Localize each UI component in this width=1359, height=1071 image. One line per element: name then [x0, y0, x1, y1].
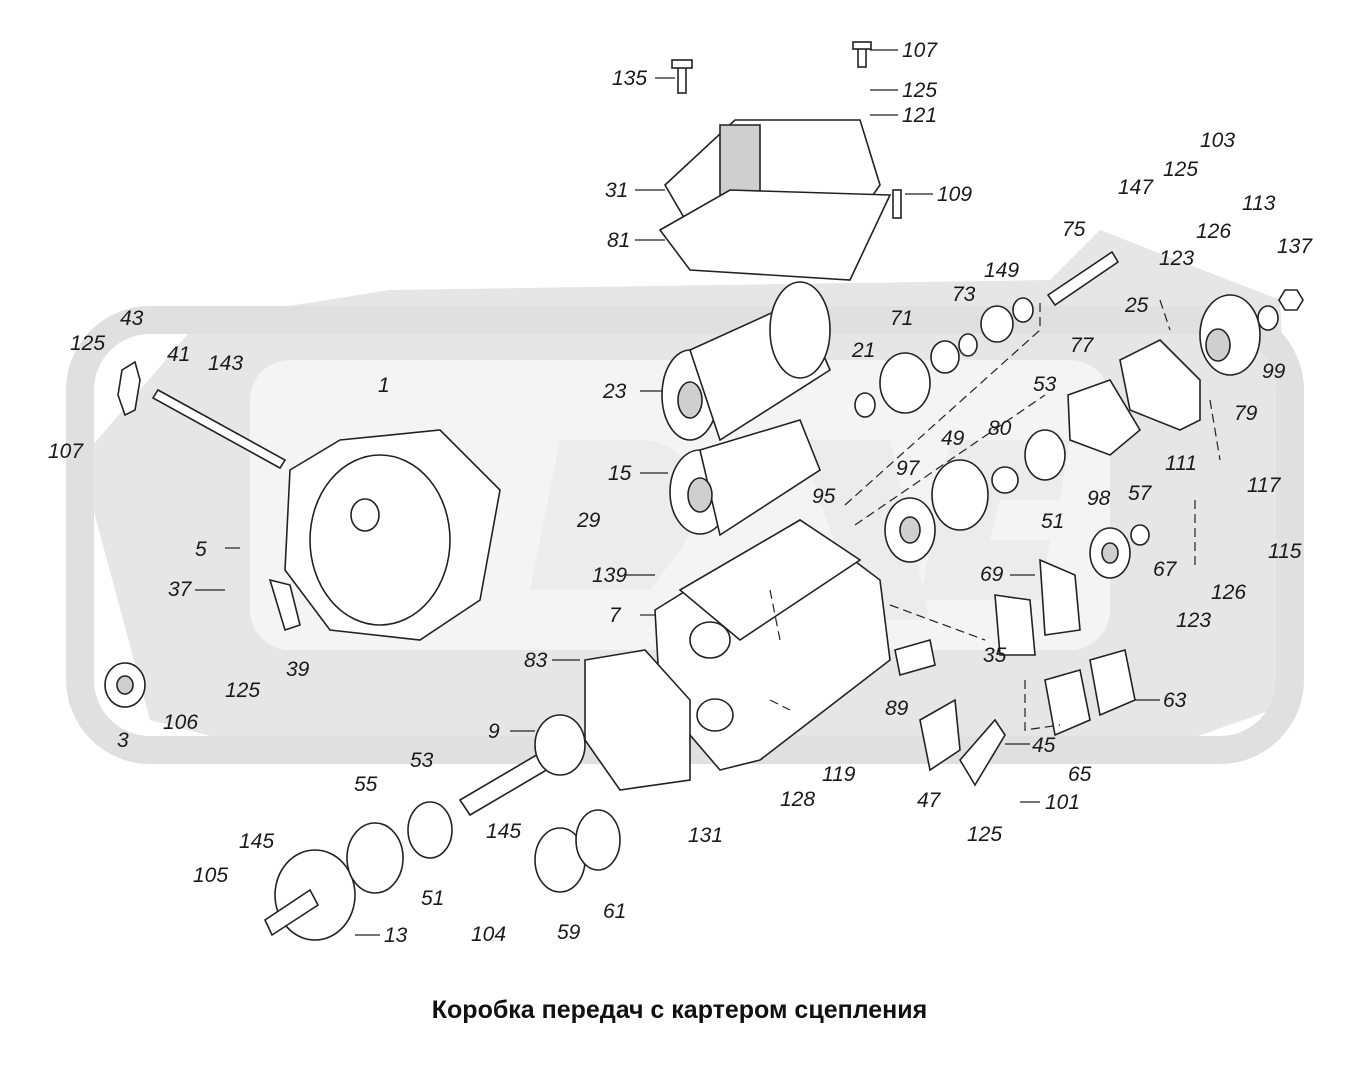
- callout-67: 67: [1153, 558, 1178, 581]
- callout-126b: 126: [1211, 581, 1246, 604]
- callout-53b: 53: [410, 749, 434, 772]
- callout-123b: 123: [1176, 609, 1211, 632]
- callout-77: 77: [1070, 334, 1095, 357]
- callout-106: 106: [163, 711, 198, 734]
- callout-143: 143: [208, 352, 243, 375]
- callout-103: 103: [1200, 129, 1235, 152]
- callout-97: 97: [896, 457, 921, 480]
- callout-147: 147: [1118, 176, 1154, 199]
- callout-81: 81: [607, 229, 630, 252]
- callout-51a: 51: [1041, 510, 1064, 533]
- callout-125a: 125: [902, 79, 937, 102]
- callout-131: 131: [688, 824, 723, 847]
- callout-71: 71: [890, 307, 913, 330]
- callout-125c: 125: [70, 332, 105, 355]
- callout-59: 59: [557, 921, 581, 944]
- callout-113: 113: [1242, 192, 1276, 215]
- callout-128: 128: [780, 788, 815, 811]
- callout-3: 3: [117, 729, 129, 752]
- callout-39: 39: [286, 658, 310, 681]
- callout-99: 99: [1262, 360, 1286, 383]
- callout-80: 80: [988, 417, 1012, 440]
- callout-73: 73: [952, 283, 976, 306]
- callout-137: 137: [1277, 235, 1313, 258]
- leader-lines: [195, 49, 1160, 936]
- callout-95: 95: [812, 485, 836, 508]
- callout-121: 121: [902, 104, 937, 127]
- callout-45: 45: [1032, 734, 1056, 757]
- callout-109: 109: [937, 183, 972, 206]
- callout-135: 135: [612, 67, 647, 90]
- callout-51b: 51: [421, 887, 444, 910]
- callout-1: 1: [378, 374, 390, 397]
- callout-149: 149: [984, 259, 1019, 282]
- callout-105: 105: [193, 864, 228, 887]
- callout-57: 57: [1128, 482, 1153, 505]
- callout-5: 5: [195, 538, 207, 561]
- callout-63: 63: [1163, 689, 1187, 712]
- callout-43: 43: [120, 307, 144, 330]
- callout-15: 15: [608, 462, 632, 485]
- callout-75: 75: [1062, 218, 1086, 241]
- callouts: 107 135 125 121 31 109 81 103 125 147 11…: [48, 39, 1313, 947]
- callout-98: 98: [1087, 487, 1111, 510]
- callout-61: 61: [603, 900, 626, 923]
- callout-117: 117: [1247, 474, 1282, 497]
- callout-69: 69: [980, 563, 1004, 586]
- callout-55: 55: [354, 773, 378, 796]
- callout-49: 49: [941, 427, 965, 450]
- callout-125d: 125: [225, 679, 260, 702]
- callout-7: 7: [609, 604, 622, 627]
- callout-107a: 107: [902, 39, 938, 62]
- callout-145b: 145: [239, 830, 274, 853]
- callout-119: 119: [822, 763, 856, 786]
- callout-115: 115: [1268, 540, 1302, 563]
- callout-25: 25: [1124, 294, 1149, 317]
- callout-83: 83: [524, 649, 548, 672]
- cover-gasket: [658, 189, 892, 281]
- callout-139: 139: [592, 564, 627, 587]
- callout-145a: 145: [486, 820, 521, 843]
- callout-21: 21: [851, 339, 875, 362]
- callout-65: 65: [1068, 763, 1092, 786]
- callout-125e: 125: [967, 823, 1002, 846]
- callout-104: 104: [471, 923, 506, 946]
- callout-107b: 107: [48, 440, 84, 463]
- callout-89: 89: [885, 697, 909, 720]
- callout-79: 79: [1234, 402, 1258, 425]
- callout-31: 31: [605, 179, 628, 202]
- callout-37: 37: [168, 578, 193, 601]
- callout-35: 35: [983, 644, 1007, 667]
- callout-111: 111: [1165, 452, 1197, 475]
- callout-123a: 123: [1159, 247, 1194, 270]
- callout-101: 101: [1045, 791, 1080, 814]
- callout-125b: 125: [1163, 158, 1198, 181]
- parts: [104, 41, 1304, 941]
- callout-9: 9: [488, 720, 500, 743]
- callout-23: 23: [602, 380, 627, 403]
- callout-53a: 53: [1033, 373, 1057, 396]
- callout-29: 29: [576, 509, 601, 532]
- callout-41: 41: [167, 343, 190, 366]
- callout-13: 13: [384, 924, 408, 947]
- callout-126a: 126: [1196, 220, 1231, 243]
- callout-47: 47: [917, 789, 942, 812]
- diagram-caption: Коробка передач с картером сцепления: [431, 996, 928, 1024]
